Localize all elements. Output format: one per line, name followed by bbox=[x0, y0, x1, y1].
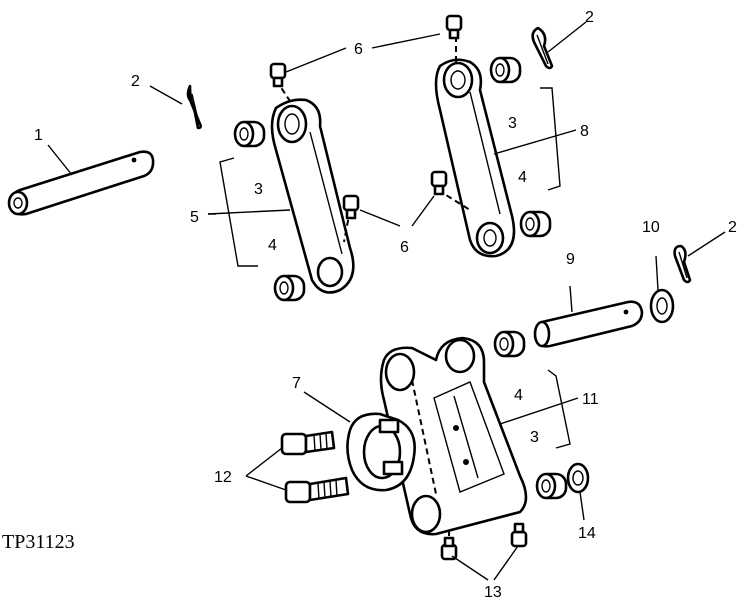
cotter-pin-top-right bbox=[531, 26, 554, 70]
grease-fitting-top-left bbox=[269, 62, 287, 88]
callout-11: 11 bbox=[582, 391, 599, 408]
cotter-pin-right bbox=[673, 244, 692, 284]
callout-2-top: 2 bbox=[585, 9, 594, 26]
figure-reference: TP31123 bbox=[2, 531, 75, 553]
clamp-part-7 bbox=[346, 412, 416, 492]
grease-fitting-mid-left bbox=[342, 194, 360, 220]
callout-4-right: 4 bbox=[518, 169, 527, 186]
callout-8: 8 bbox=[580, 123, 589, 140]
callout-6-top: 6 bbox=[354, 41, 363, 58]
callout-2-right: 2 bbox=[728, 219, 737, 236]
callout-labels: 1 2 2 2 3 3 3 4 4 4 5 6 6 7 8 9 10 11 12… bbox=[34, 9, 737, 600]
callout-3-left: 3 bbox=[254, 181, 263, 198]
bushing-lower-mid bbox=[493, 330, 526, 358]
callout-7: 7 bbox=[292, 375, 301, 392]
pin-part-9 bbox=[533, 300, 644, 348]
bushing-lower-right bbox=[535, 472, 568, 500]
grease-fitting-top-right bbox=[445, 14, 463, 40]
callout-14: 14 bbox=[578, 525, 596, 542]
link-part-8 bbox=[434, 36, 516, 258]
callout-3-lower: 3 bbox=[530, 429, 539, 446]
cotter-pin-top-left bbox=[186, 84, 202, 130]
bushing-lower-left bbox=[273, 274, 306, 302]
pin-part-1 bbox=[7, 150, 155, 216]
callout-4-lower: 4 bbox=[514, 387, 523, 404]
callout-10: 10 bbox=[642, 219, 660, 236]
cap-screw-upper bbox=[280, 430, 336, 456]
callout-2-left: 2 bbox=[131, 73, 140, 90]
washer-part-10 bbox=[649, 288, 675, 324]
callout-6-mid: 6 bbox=[400, 239, 409, 256]
callout-3-right: 3 bbox=[508, 115, 517, 132]
bushing-mid-right bbox=[519, 210, 552, 238]
callout-1: 1 bbox=[34, 127, 43, 144]
cap-screw-lower bbox=[284, 476, 350, 504]
callout-13: 13 bbox=[484, 584, 502, 600]
callout-9: 9 bbox=[566, 251, 575, 268]
washer-part-14 bbox=[566, 462, 590, 494]
bushing-upper-left bbox=[233, 120, 266, 148]
bracket-part-11 bbox=[379, 336, 528, 536]
callout-5: 5 bbox=[190, 209, 199, 226]
leader-lines bbox=[47, 21, 726, 581]
bushing-upper-right bbox=[489, 56, 522, 84]
link-part-5 bbox=[270, 79, 355, 294]
grease-fitting-bottom-right bbox=[510, 522, 528, 548]
callout-12: 12 bbox=[214, 469, 232, 486]
callout-4-left: 4 bbox=[268, 237, 277, 254]
grease-fitting-mid-right bbox=[430, 170, 448, 196]
